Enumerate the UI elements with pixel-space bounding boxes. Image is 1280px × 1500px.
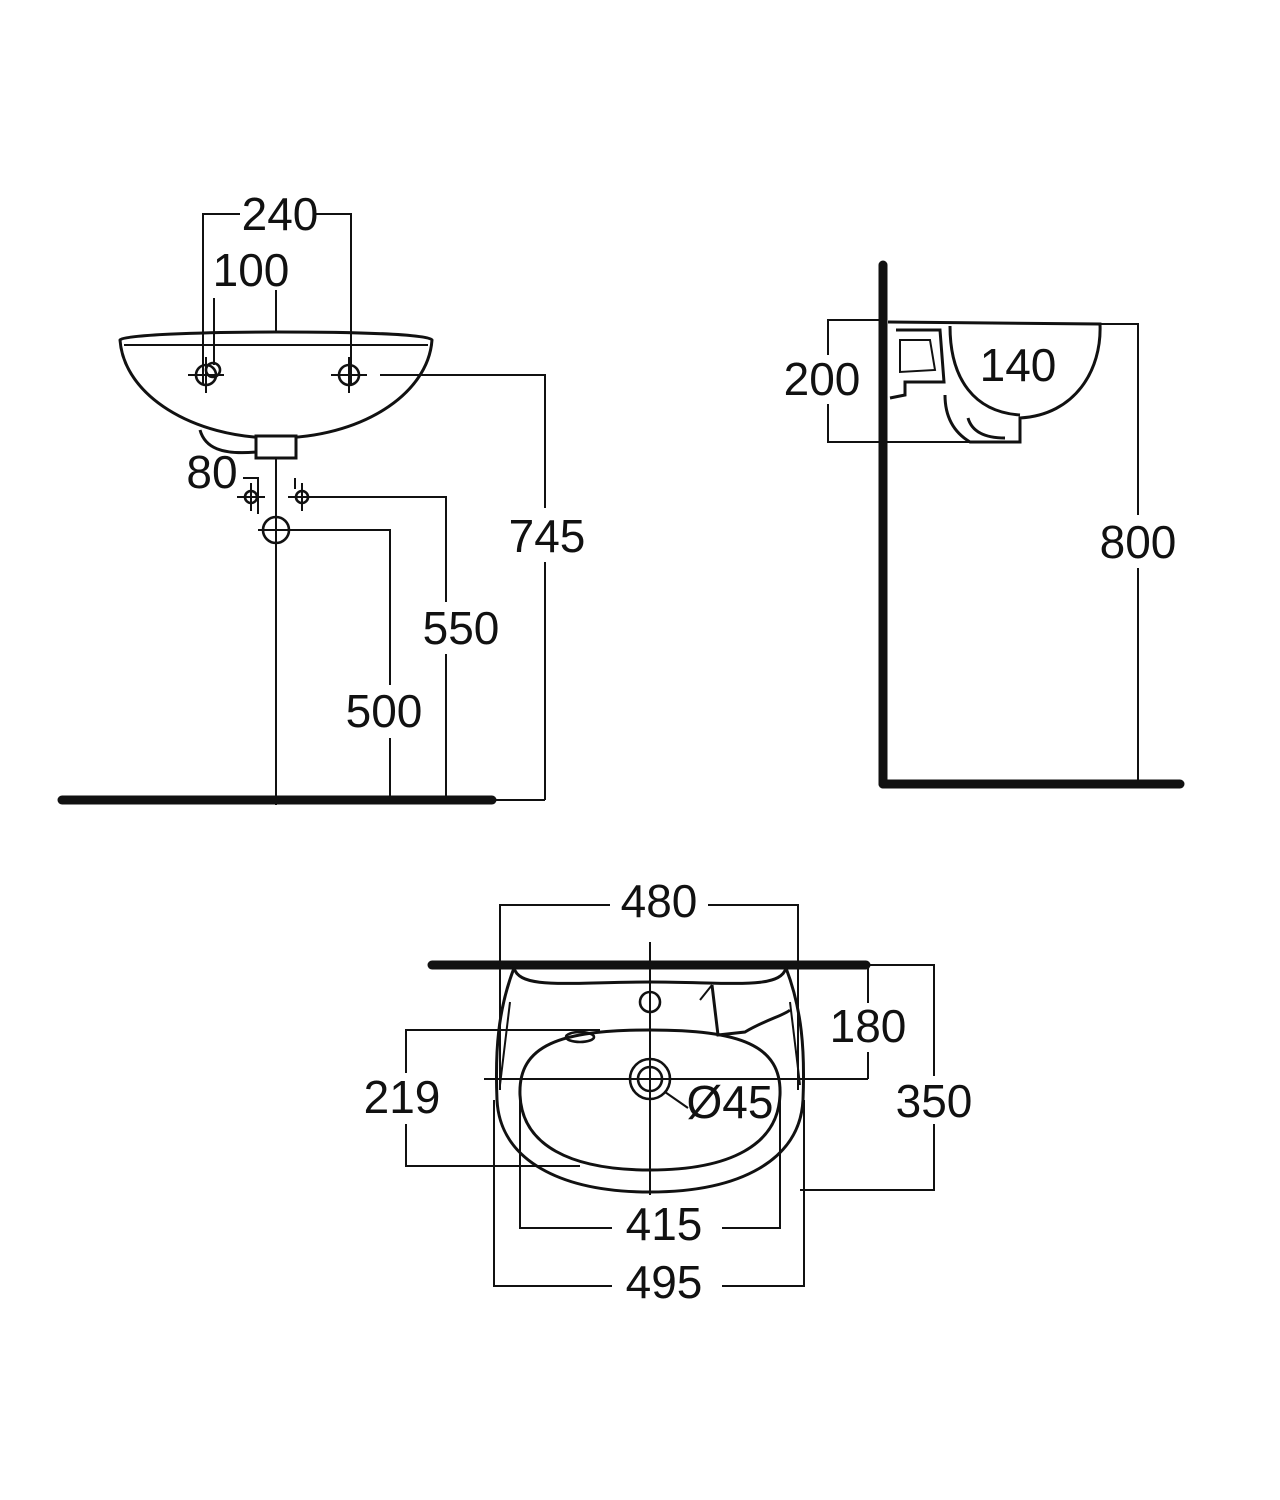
- side-dim-800-line: [1100, 323, 1139, 515]
- side-dim-200-line: [827, 319, 883, 355]
- top-tap-hole: [638, 990, 662, 1014]
- top-dim-480-line: [499, 904, 610, 1090]
- front-supply-right: [288, 483, 316, 511]
- front-view: 240 100 745 80 550 5: [57, 188, 586, 805]
- top-dim-495-line: [493, 1100, 612, 1287]
- front-dim-500-line: [292, 529, 391, 685]
- front-dim-240-line: [202, 213, 240, 385]
- side-dim-200-label: 200: [784, 353, 861, 405]
- front-overflow-stub: [198, 429, 257, 455]
- top-dim-diameter-label: Ø45: [687, 1076, 774, 1128]
- front-dim-500-label: 500: [346, 685, 423, 737]
- top-dim-350-line: [866, 964, 935, 1076]
- top-dim-415-label: 415: [626, 1198, 703, 1250]
- side-dim-140-label: 140: [980, 339, 1057, 391]
- top-dim-480-label: 480: [621, 875, 698, 927]
- top-view: Ø45 480 180 350 219 415 495: [364, 875, 973, 1308]
- side-basin-outline: [887, 320, 1102, 444]
- top-rear-bracket: [710, 984, 792, 1037]
- top-overflow: [564, 1030, 596, 1044]
- front-waste-outlet: [258, 515, 294, 545]
- top-waste-outlet: [628, 1057, 672, 1101]
- front-tap-hole-right: [331, 357, 367, 393]
- front-dim-100-label: 100: [213, 244, 290, 296]
- top-dim-219-line: [405, 1029, 600, 1073]
- top-dim-350-label: 350: [896, 1075, 973, 1127]
- front-supply-left: [237, 483, 265, 511]
- front-waste-spigot: [254, 434, 298, 460]
- front-tap-hole-left: [188, 357, 224, 393]
- top-dim-219-label: 219: [364, 1071, 441, 1123]
- top-dim-180-line: [800, 964, 869, 1003]
- top-dim-495-label: 495: [626, 1256, 703, 1308]
- front-dim-745-label: 745: [509, 510, 586, 562]
- top-dim-180-label: 180: [830, 1000, 907, 1052]
- front-dim-550-line: [316, 496, 447, 602]
- front-dim-80-label: 80: [186, 446, 237, 498]
- top-dim-415-line: [519, 1100, 612, 1229]
- side-dim-800-label: 800: [1100, 516, 1177, 568]
- top-bowl-outline: [518, 1028, 782, 1172]
- side-view: 200 140 800: [784, 260, 1185, 789]
- front-dim-550-label: 550: [423, 602, 500, 654]
- front-basin-outline: [118, 330, 434, 440]
- front-dim-240-label: 240: [242, 188, 319, 240]
- front-dim-745-line: [380, 374, 546, 508]
- top-basin-outline: [494, 967, 806, 1194]
